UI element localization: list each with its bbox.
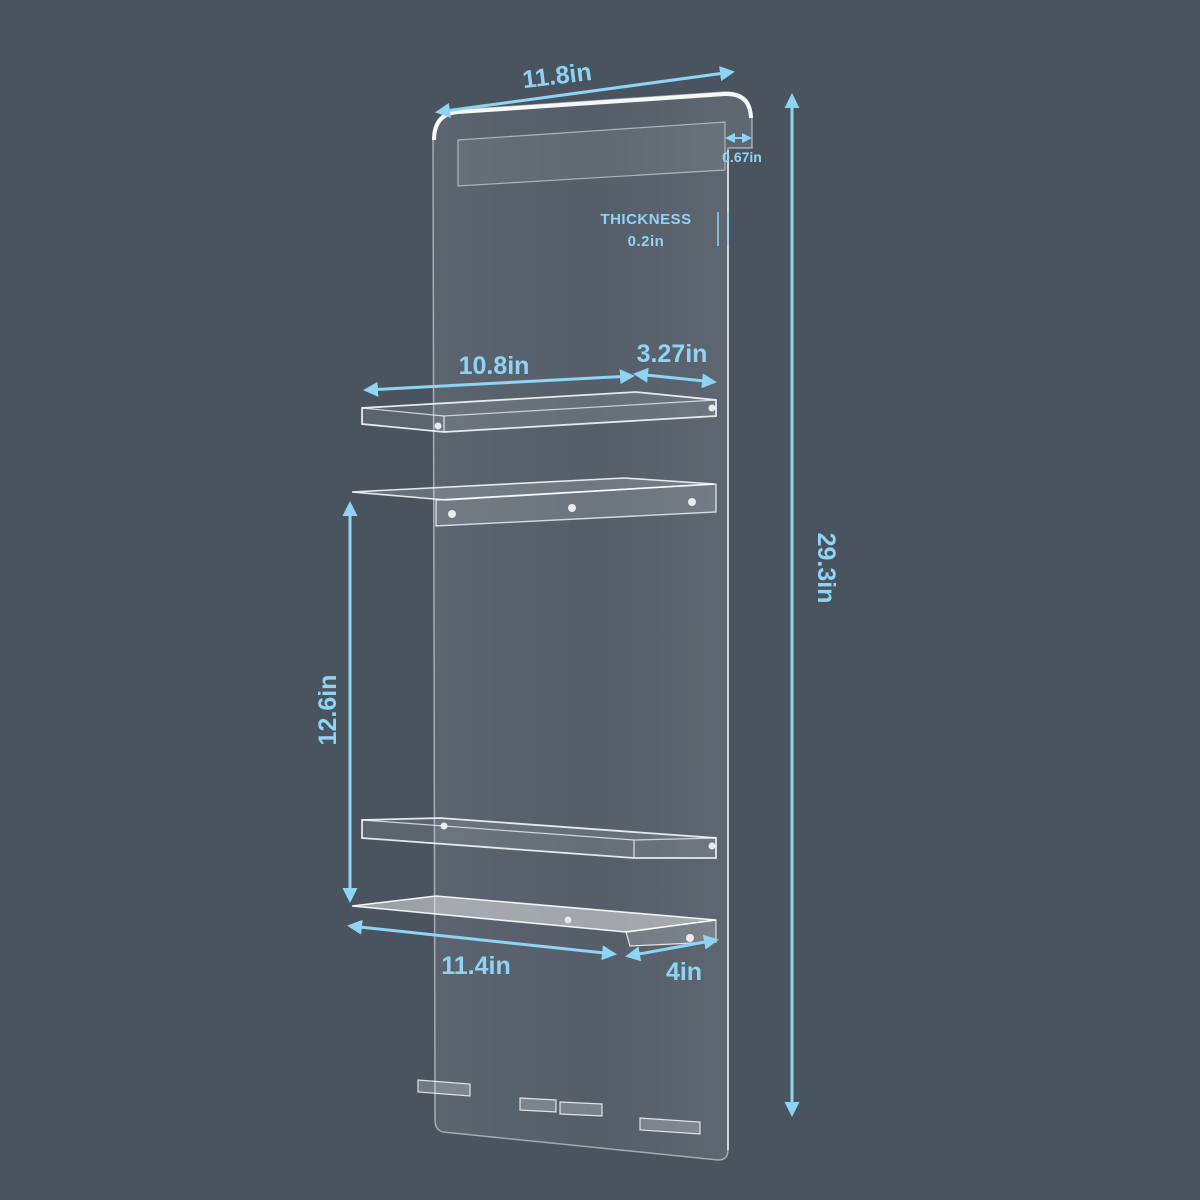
dimension-lines <box>342 66 800 1117</box>
thickness-value: 0.2in <box>628 233 665 250</box>
shelf-1 <box>361 391 717 433</box>
upper-shelf-width-line <box>363 369 635 397</box>
shelf-3 <box>361 817 717 859</box>
lower-shelf-depth-line <box>625 934 719 962</box>
bottom-hooks <box>417 1079 701 1135</box>
lip-depth-label: 0.67in <box>722 149 762 165</box>
upper-shelf-depth-label: 3.27in <box>637 340 708 368</box>
shelf-spacing-label: 12.6in <box>314 675 342 746</box>
lower-shelf-width-line <box>347 919 617 961</box>
total-height-label: 29.3in <box>812 533 840 604</box>
upper-shelf-width-label: 10.8in <box>459 352 530 380</box>
lower-shelf-depth-label: 4in <box>666 958 702 986</box>
shelf-2 <box>351 477 717 527</box>
top-width-label: 11.8in <box>521 58 593 94</box>
top-width-line <box>435 66 735 118</box>
upper-shelf-depth-line <box>633 367 717 389</box>
back-panel <box>432 91 753 1161</box>
lower-shelf-width-label: 11.4in <box>441 952 511 980</box>
thickness-title: THICKNESS <box>600 211 691 228</box>
